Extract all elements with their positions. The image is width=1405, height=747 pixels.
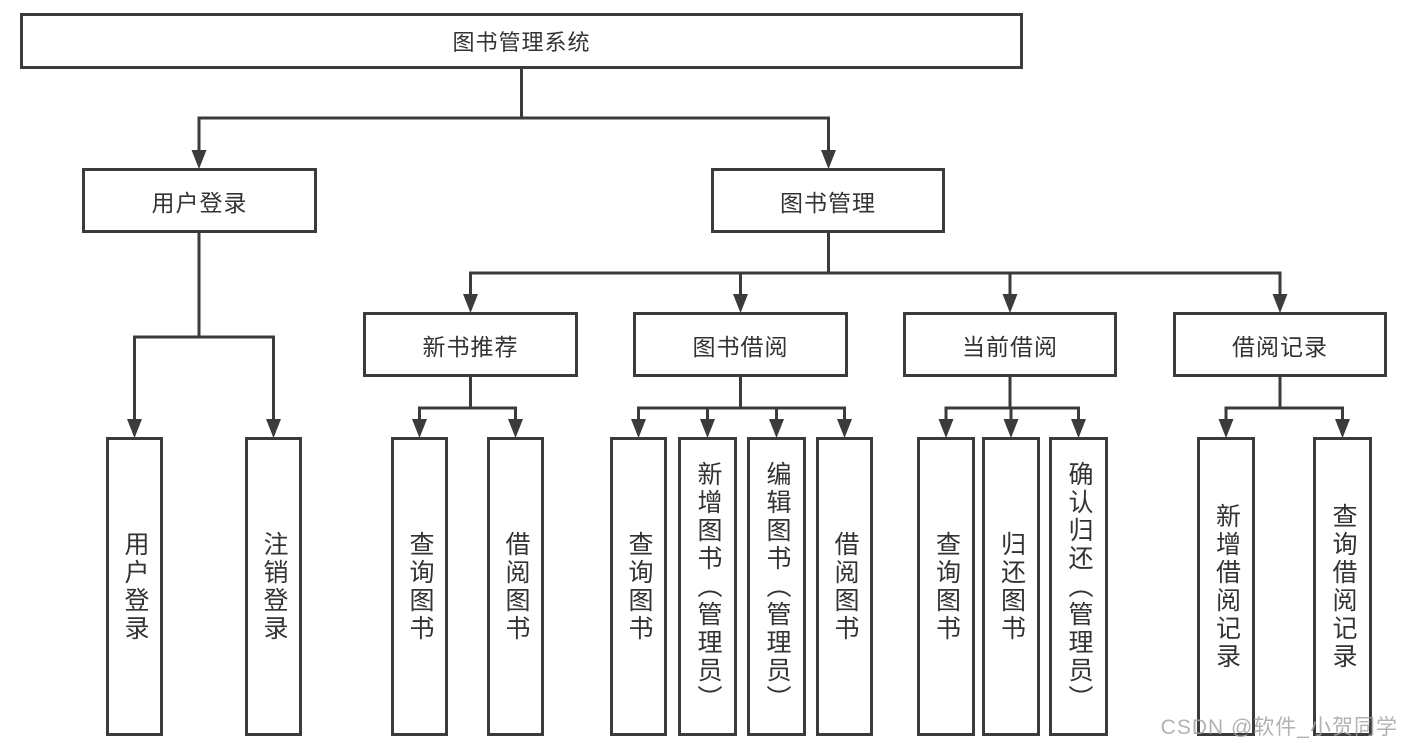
arrow-down-icon bbox=[700, 419, 715, 438]
arrow-down-icon bbox=[266, 419, 281, 438]
leaf-query-books-recommend: 查询图书 bbox=[391, 437, 448, 736]
arrow-down-icon bbox=[463, 294, 478, 313]
leaf-edit-books-admin: 编辑图书（管理员） bbox=[747, 437, 806, 736]
connector-book-borrow-branch bbox=[637, 377, 846, 421]
leaf-label: 查询图书 bbox=[625, 530, 653, 643]
node-borrowing-records: 借阅记录 bbox=[1173, 312, 1387, 377]
node-user-login-label: 用户登录 bbox=[151, 189, 248, 216]
leaf-return-books: 归还图书 bbox=[982, 437, 1040, 736]
leaf-label: 新增借阅记录 bbox=[1212, 502, 1241, 671]
node-user-login: 用户登录 bbox=[82, 168, 317, 233]
leaf-add-books-admin: 新增图书（管理员） bbox=[678, 437, 737, 736]
leaf-user-login: 用户登录 bbox=[106, 437, 163, 736]
leaf-label: 归还图书 bbox=[997, 530, 1026, 643]
leaf-label: 编辑图书（管理员） bbox=[763, 460, 791, 713]
arrow-down-icon bbox=[1003, 419, 1019, 438]
leaf-confirm-return-admin: 确认归还（管理员） bbox=[1049, 437, 1108, 736]
arrow-down-icon bbox=[769, 419, 784, 438]
leaf-borrow-books: 借阅图书 bbox=[816, 437, 873, 736]
arrow-down-icon bbox=[733, 294, 748, 313]
node-current-borrowing: 当前借阅 bbox=[903, 312, 1117, 377]
arrow-down-icon bbox=[938, 419, 954, 438]
leaf-label: 借阅图书 bbox=[831, 530, 859, 643]
leaf-label: 新增图书（管理员） bbox=[694, 460, 722, 713]
connector-root-to-level2 bbox=[197, 69, 830, 152]
arrow-down-icon bbox=[837, 419, 852, 438]
node-current-borrowing-label: 当前借阅 bbox=[962, 333, 1058, 360]
leaf-logout: 注销登录 bbox=[245, 437, 302, 736]
leaf-label: 确认归还（管理员） bbox=[1065, 460, 1093, 713]
arrow-down-icon bbox=[1071, 419, 1086, 438]
node-borrowing-records-label: 借阅记录 bbox=[1232, 333, 1328, 360]
leaf-query-books-current: 查询图书 bbox=[917, 437, 975, 736]
leaf-user-login-label: 用户登录 bbox=[121, 530, 149, 643]
connector-borrow-record-branch bbox=[1224, 377, 1344, 421]
leaf-label: 查询图书 bbox=[932, 530, 961, 643]
arrowheads bbox=[127, 150, 1350, 438]
node-book-borrowing-label: 图书借阅 bbox=[692, 333, 789, 360]
connector-user-login-branch bbox=[133, 233, 275, 421]
arrow-down-icon bbox=[1335, 419, 1350, 438]
leaf-add-borrow-record: 新增借阅记录 bbox=[1197, 437, 1255, 736]
csdn-watermark: CSDN @软件_小贺同学 bbox=[1160, 716, 1398, 739]
arrow-down-icon bbox=[1002, 294, 1018, 313]
node-book-management: 图书管理 bbox=[711, 168, 945, 233]
arrow-down-icon bbox=[412, 419, 427, 438]
arrow-down-icon bbox=[631, 419, 646, 438]
leaf-query-borrow-record: 查询借阅记录 bbox=[1313, 437, 1372, 736]
leaf-label: 查询图书 bbox=[406, 530, 434, 643]
leaf-label: 借阅图书 bbox=[502, 530, 530, 643]
connector-paths bbox=[133, 69, 1344, 421]
node-book-borrowing: 图书借阅 bbox=[633, 312, 848, 377]
arrow-down-icon bbox=[821, 150, 836, 169]
node-root-label: 图书管理系统 bbox=[452, 30, 591, 55]
node-book-management-label: 图书管理 bbox=[780, 189, 876, 216]
arrow-down-icon bbox=[1272, 294, 1288, 313]
arrow-down-icon bbox=[1218, 419, 1234, 438]
leaf-logout-label: 注销登录 bbox=[260, 530, 288, 643]
leaf-borrow-books-recommend: 借阅图书 bbox=[487, 437, 544, 736]
node-new-book-recommend-label: 新书推荐 bbox=[422, 333, 519, 360]
leaf-label: 查询借阅记录 bbox=[1329, 502, 1357, 671]
arrow-down-icon bbox=[127, 419, 142, 438]
arrow-down-icon bbox=[191, 150, 207, 169]
leaf-query-books-borrow: 查询图书 bbox=[610, 437, 667, 736]
connector-book-mgmt-branch bbox=[469, 233, 1282, 296]
connector-new-book-branch bbox=[418, 377, 517, 421]
node-root-system: 图书管理系统 bbox=[20, 13, 1023, 69]
arrow-down-icon bbox=[508, 419, 523, 438]
node-new-book-recommend: 新书推荐 bbox=[363, 312, 578, 377]
connector-current-borrow-branch bbox=[944, 377, 1080, 421]
